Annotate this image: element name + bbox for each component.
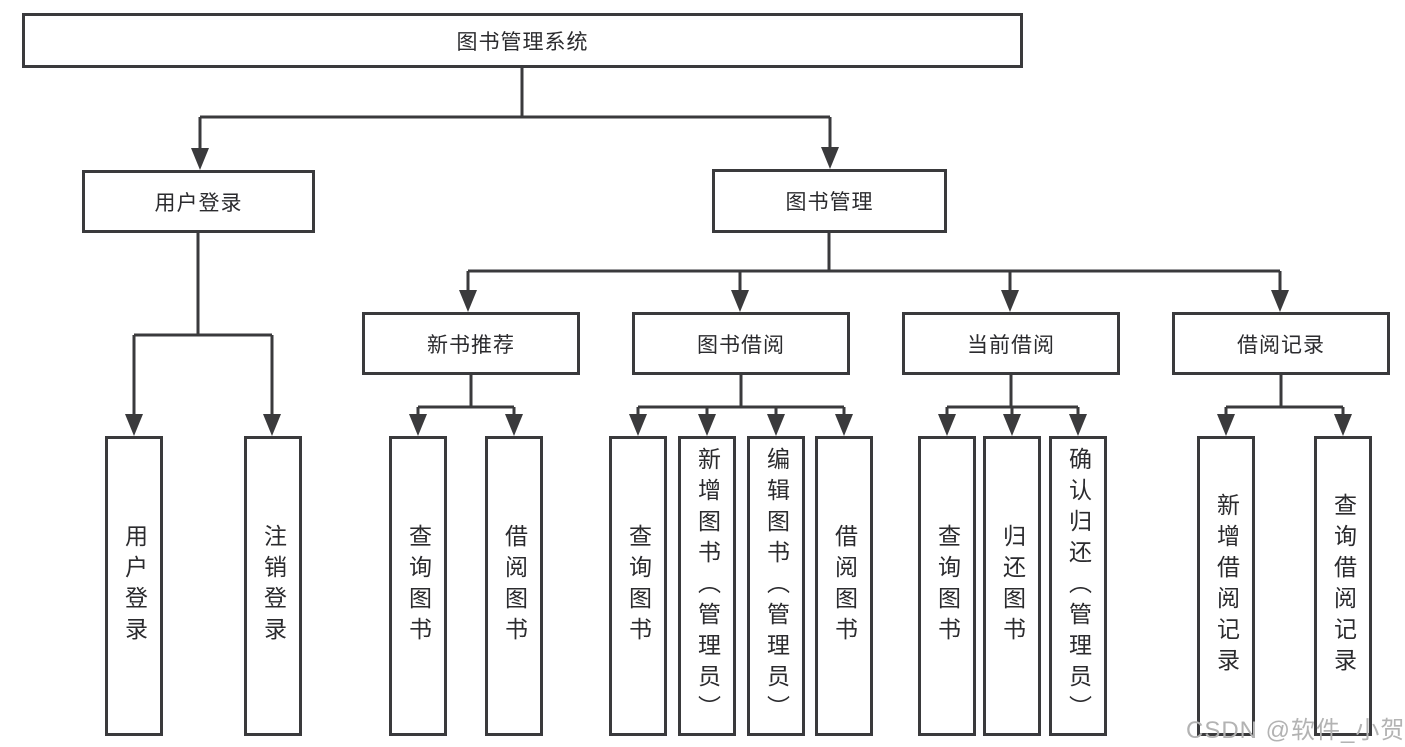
- leaf-add-borrow-record: 新增借阅记录: [1197, 436, 1255, 736]
- node-borrow-records: 借阅记录: [1172, 312, 1390, 375]
- leaf-query-books-current: 查询图书: [918, 436, 976, 736]
- node-book-borrow: 图书借阅: [632, 312, 850, 375]
- leaf-borrow-books-recommend: 借阅图书: [485, 436, 543, 736]
- node-new-book-recommend-label: 新书推荐: [427, 333, 515, 357]
- node-root: 图书管理系统: [22, 13, 1023, 68]
- node-root-label: 图书管理系统: [456, 30, 589, 54]
- leaf-query-books-recommend-label: 查询图书: [405, 524, 432, 648]
- leaf-add-book-admin-label: 新增图书（管理员）: [694, 446, 721, 726]
- leaf-borrow-books-recommend-label: 借阅图书: [501, 524, 528, 648]
- leaf-confirm-return-admin-label: 确认归还（管理员）: [1065, 446, 1092, 726]
- leaf-query-borrow-record: 查询借阅记录: [1314, 436, 1372, 736]
- node-book-borrow-label: 图书借阅: [697, 333, 785, 357]
- node-current-borrow: 当前借阅: [902, 312, 1120, 375]
- leaf-add-book-admin: 新增图书（管理员）: [678, 436, 736, 736]
- leaf-borrow-books-label: 借阅图书: [831, 524, 858, 648]
- node-book-management: 图书管理: [712, 169, 947, 233]
- leaf-query-books-current-label: 查询图书: [934, 524, 961, 648]
- node-current-borrow-label: 当前借阅: [967, 333, 1055, 357]
- leaf-logout-label: 注销登录: [260, 524, 287, 648]
- leaf-confirm-return-admin: 确认归还（管理员）: [1049, 436, 1107, 736]
- leaf-query-books-borrow: 查询图书: [609, 436, 667, 736]
- leaf-query-books-borrow-label: 查询图书: [625, 524, 652, 648]
- leaf-query-books-recommend: 查询图书: [389, 436, 447, 736]
- leaf-return-book: 归还图书: [983, 436, 1041, 736]
- csdn-watermark: CSDN @软件_小贺同学: [1186, 717, 1405, 744]
- leaf-logout: 注销登录: [244, 436, 302, 736]
- node-user-login: 用户登录: [82, 170, 315, 233]
- leaf-user-login: 用户登录: [105, 436, 163, 736]
- leaf-edit-book-admin-label: 编辑图书（管理员）: [763, 446, 790, 726]
- leaf-edit-book-admin: 编辑图书（管理员）: [747, 436, 805, 736]
- leaf-user-login-label: 用户登录: [121, 524, 148, 648]
- leaf-query-borrow-record-label: 查询借阅记录: [1330, 493, 1357, 679]
- node-borrow-records-label: 借阅记录: [1237, 333, 1325, 357]
- node-book-management-label: 图书管理: [785, 191, 874, 214]
- leaf-return-book-label: 归还图书: [999, 524, 1026, 648]
- leaf-borrow-books: 借阅图书: [815, 436, 873, 736]
- node-user-login-label: 用户登录: [154, 191, 243, 215]
- leaf-add-borrow-record-label: 新增借阅记录: [1213, 493, 1240, 679]
- node-new-book-recommend: 新书推荐: [362, 312, 580, 375]
